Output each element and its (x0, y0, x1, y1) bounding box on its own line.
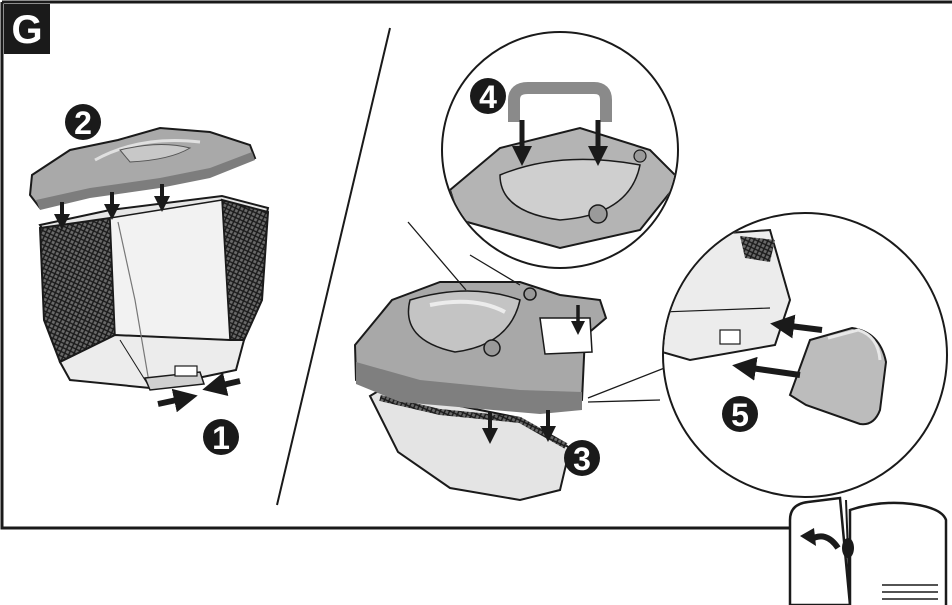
step-badge-1: 1 (203, 419, 239, 456)
step-badge-5: 5 (722, 396, 758, 433)
arrow-icon (202, 372, 241, 396)
step-badge-2: 2 (65, 104, 101, 141)
step-number-1: 1 (212, 420, 230, 456)
handle-callout (441, 31, 679, 269)
collector-arrows (482, 410, 556, 444)
collector-illustration (353, 221, 691, 502)
arrow-icon (157, 388, 198, 413)
panel-letter-badge: G (4, 4, 50, 54)
arrow-icon (770, 314, 823, 339)
lid-arrows (54, 184, 170, 230)
step-number-4: 4 (479, 79, 497, 115)
panel-frame (0, 0, 952, 530)
basket-illustration (38, 194, 270, 391)
step-number-3: 3 (573, 441, 591, 477)
step-number-2: 2 (74, 105, 92, 141)
book-icon (788, 496, 948, 605)
lid-illustration (28, 126, 257, 210)
handle-part (508, 82, 612, 122)
step-badge-3: 3 (564, 440, 600, 477)
cap-callout (662, 212, 948, 498)
arrow-icon (732, 356, 801, 381)
slider-arrows (157, 372, 241, 413)
step-badge-4: 4 (470, 78, 506, 115)
panel-letter: G (11, 8, 42, 52)
step-number-5: 5 (731, 397, 749, 433)
